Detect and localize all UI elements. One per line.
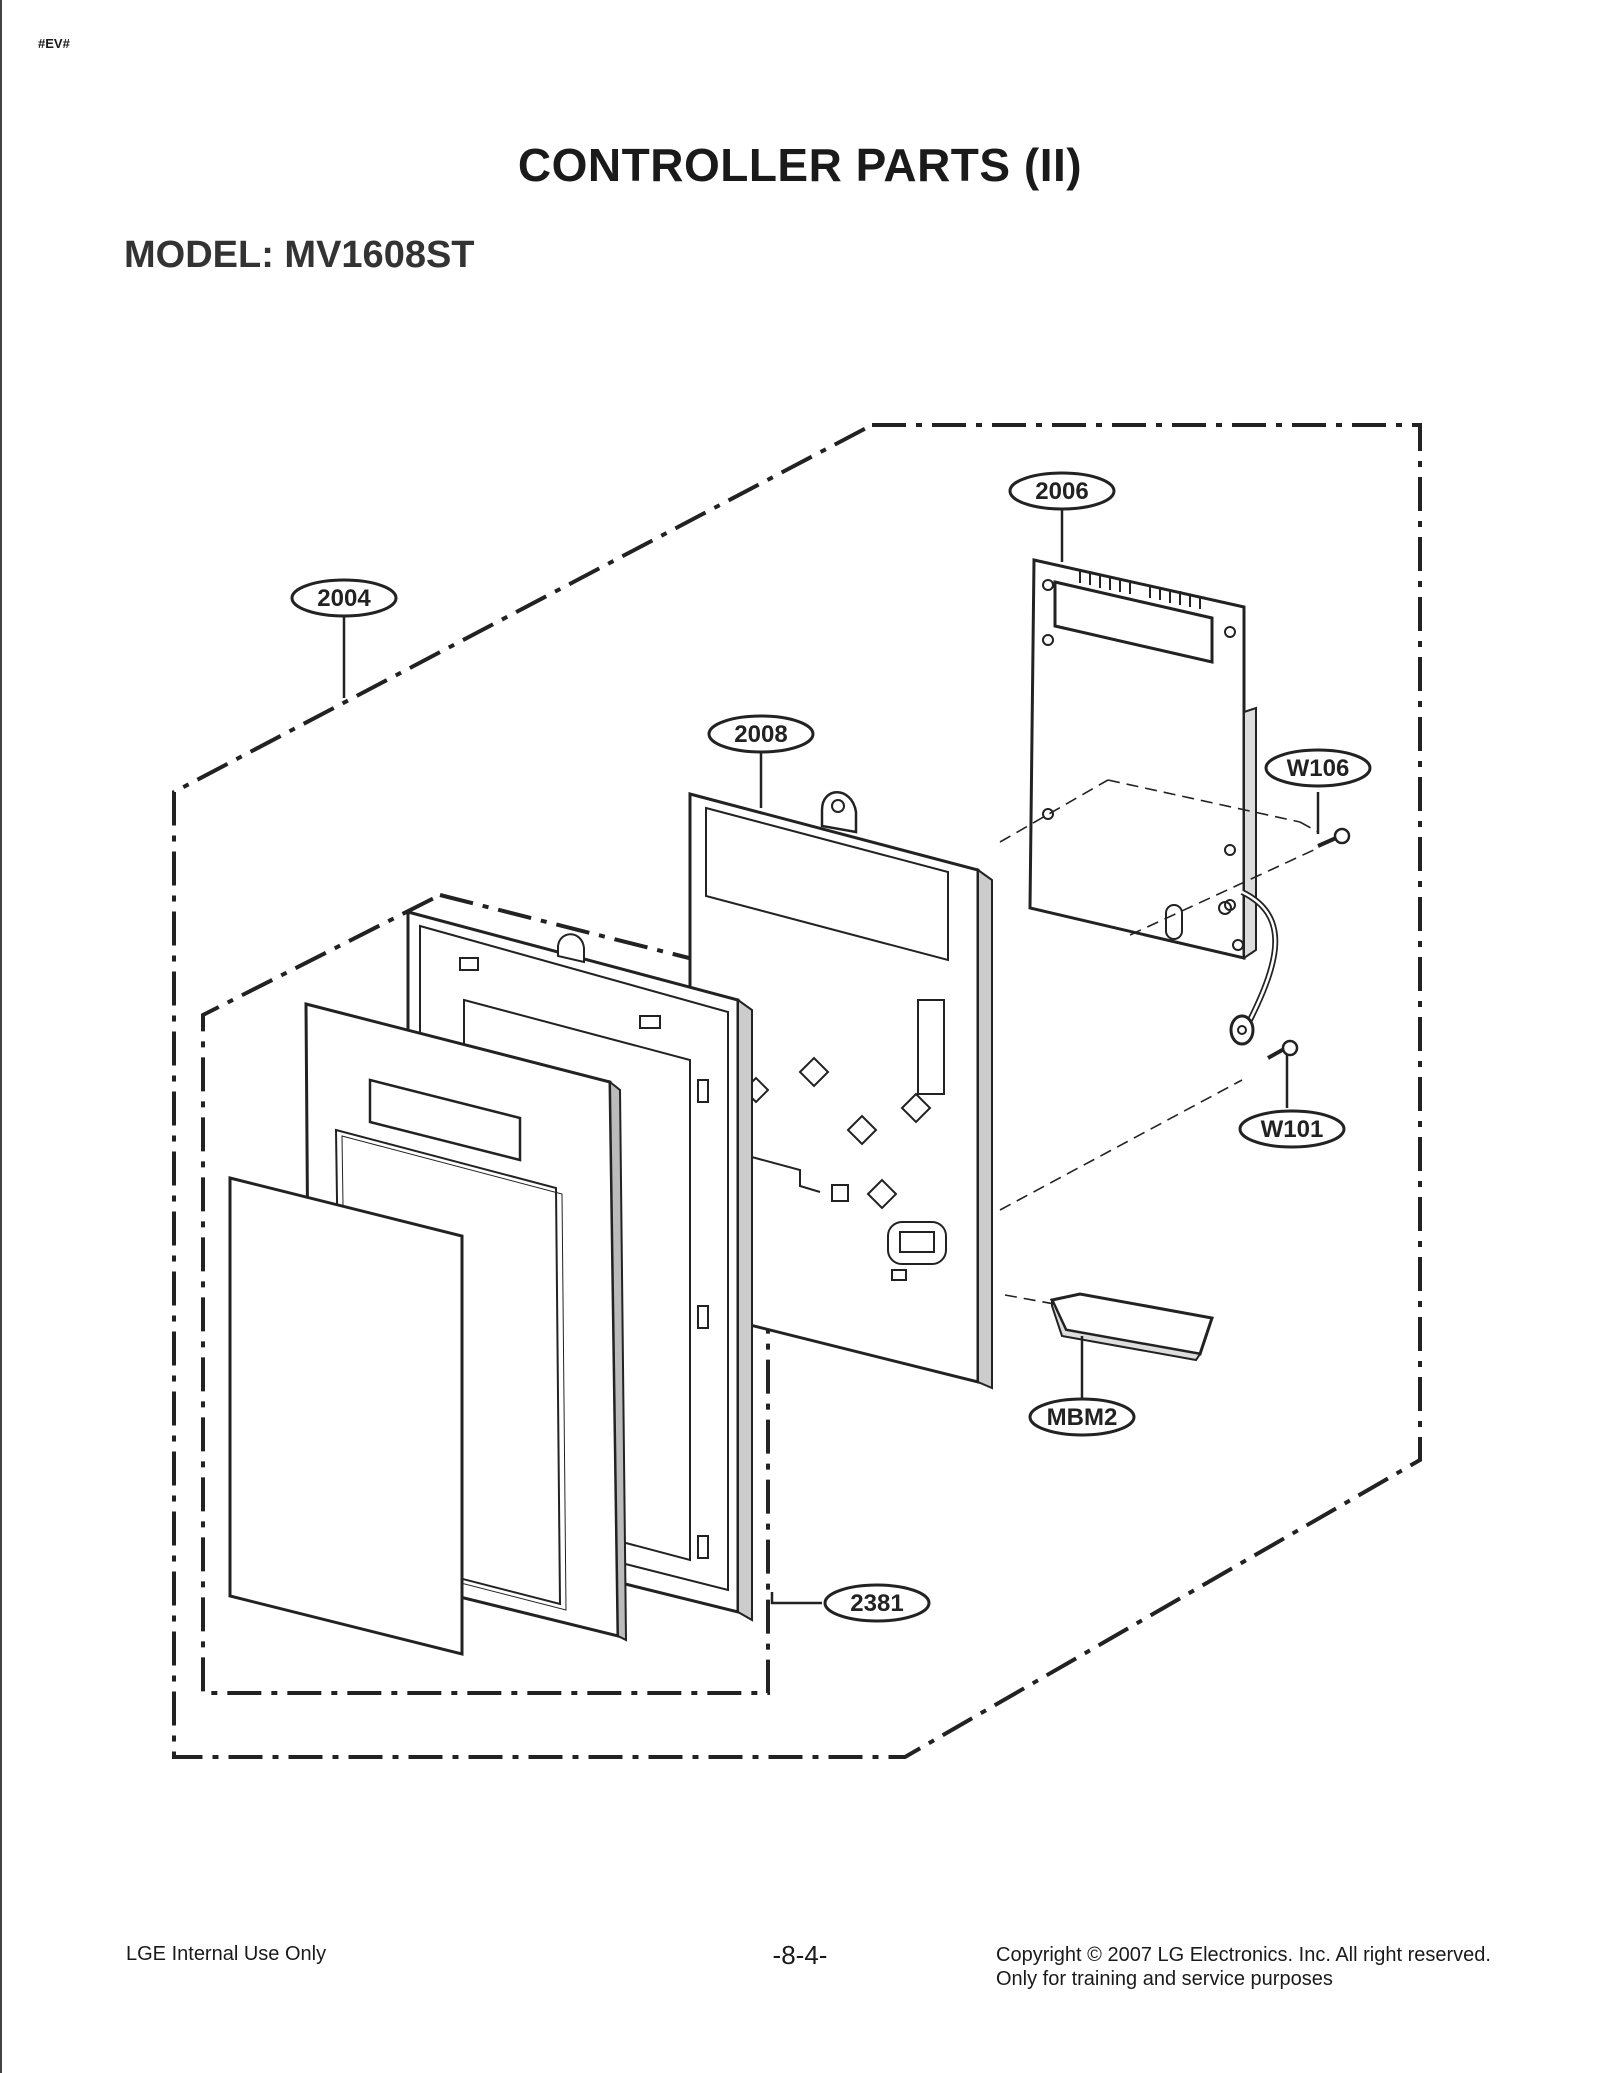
callout-mbm2-label: MBM2 bbox=[1047, 1404, 1118, 1431]
callout-2008: 2008 bbox=[707, 714, 815, 754]
page-border bbox=[0, 0, 2, 2073]
assembly-guide-lines bbox=[999, 779, 1319, 1306]
page-code: #EV# bbox=[38, 36, 70, 51]
assembly-boundary-2004 bbox=[172, 423, 1422, 1759]
ground-wire bbox=[1229, 889, 1279, 1046]
screw-w101 bbox=[1267, 1039, 1299, 1060]
leader-lines bbox=[342, 508, 1320, 1605]
callout-2004: 2004 bbox=[290, 578, 398, 618]
copyright-text: Copyright © 2007 LG Electronics. Inc. Al… bbox=[996, 1944, 1491, 1966]
callout-2004-label: 2004 bbox=[317, 585, 371, 612]
assembly-boundary-2381 bbox=[201, 892, 770, 1695]
bracket-2008 bbox=[688, 791, 993, 1390]
callout-2381: 2381 bbox=[823, 1583, 931, 1623]
callout-2008-label: 2008 bbox=[734, 721, 787, 748]
screw-w106 bbox=[1317, 827, 1351, 848]
page-title: CONTROLLER PARTS (II) bbox=[517, 139, 1083, 191]
callout-2006-label: 2006 bbox=[1035, 478, 1088, 505]
footer-copyright-block: Copyright © 2007 LG Electronics. Inc. Al… bbox=[996, 1943, 1491, 1991]
page-number: -8-4- bbox=[772, 1940, 828, 1970]
pcb-2006 bbox=[1028, 558, 1257, 960]
footer-internal-use: LGE Internal Use Only bbox=[126, 1943, 327, 1965]
callout-w101-label: W101 bbox=[1261, 1116, 1324, 1143]
callout-w101: W101 bbox=[1238, 1109, 1346, 1149]
training-notice: Only for training and service purposes bbox=[996, 1968, 1333, 1990]
model-label: MODEL: MV1608ST bbox=[124, 234, 475, 276]
callout-2381-label: 2381 bbox=[850, 1590, 903, 1617]
window-sheet bbox=[228, 1176, 464, 1656]
callout-2006: 2006 bbox=[1008, 471, 1116, 511]
mbm2-tray bbox=[1049, 1292, 1214, 1362]
callout-w106: W106 bbox=[1264, 748, 1372, 788]
callout-w106-label: W106 bbox=[1287, 755, 1350, 782]
callout-mbm2: MBM2 bbox=[1028, 1397, 1136, 1437]
